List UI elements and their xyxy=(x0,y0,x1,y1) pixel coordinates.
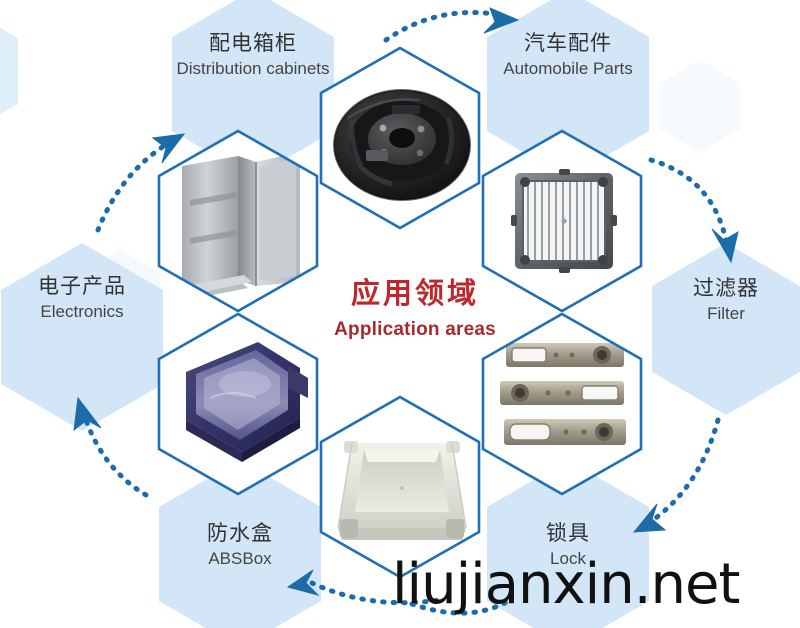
decorative-corner-hexagon xyxy=(0,27,18,115)
photo-brake-backing-plate xyxy=(321,48,479,228)
watermark-text: liujianxin.net xyxy=(392,552,740,617)
label-hexagon-automobile-parts[interactable] xyxy=(487,0,649,178)
photo-filter-grille xyxy=(483,131,641,311)
product-hexagon-electronics[interactable] xyxy=(156,311,320,497)
photo-lock-castings xyxy=(483,314,641,494)
photo-electronics-housing xyxy=(159,314,317,494)
arrow-filter-to-lock xyxy=(632,417,721,533)
arrow-top-right-to-filter xyxy=(648,157,739,264)
product-hexagon-filter[interactable] xyxy=(480,128,644,314)
product-hexagon-distribution-cabinets[interactable] xyxy=(156,128,320,314)
label-hexagon-distribution-cabinets[interactable] xyxy=(172,0,334,178)
arrow-electronics-to-distribution xyxy=(95,133,186,233)
product-hexagon-absbox[interactable] xyxy=(318,394,482,580)
arrow-top-left-to-top-right xyxy=(383,7,520,43)
product-hexagon-automobile-parts[interactable] xyxy=(318,45,482,231)
arrow-lock-to-absbox xyxy=(286,569,513,616)
label-hexagon-electronics[interactable] xyxy=(1,243,163,431)
label-hexagon-filter[interactable] xyxy=(652,243,800,415)
arrow-absbox-to-electronics xyxy=(73,396,149,498)
product-hexagon-lock[interactable] xyxy=(480,311,644,497)
flow-arrows xyxy=(73,7,739,616)
label-hexagon-lock[interactable] xyxy=(487,460,649,628)
photo-distribution-cabinet xyxy=(159,131,317,311)
label-hexagon-absbox[interactable] xyxy=(159,460,321,628)
